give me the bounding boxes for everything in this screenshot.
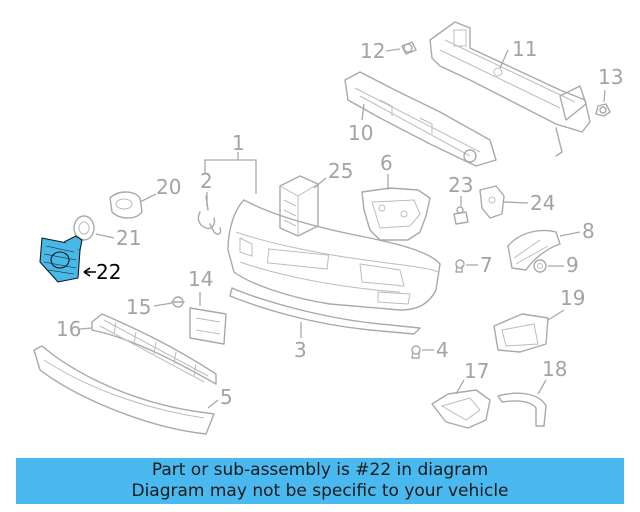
label-19: 19 <box>560 286 585 310</box>
part-4-screw <box>411 345 421 359</box>
part-18-chrome-trim <box>497 392 547 427</box>
part-6-mounting-bracket <box>361 187 431 241</box>
banner-line-1: Part or sub-assembly is #22 in diagram <box>151 460 489 480</box>
label-4: 4 <box>436 338 449 362</box>
label-8: 8 <box>582 219 595 243</box>
part-20-parking-sensor <box>109 191 143 219</box>
label-24: 24 <box>530 191 555 215</box>
part-9-nut <box>533 259 547 273</box>
part-17-fog-trim <box>431 389 491 429</box>
label-12: 12 <box>360 39 385 63</box>
label-22-arrow <box>83 267 96 277</box>
label-1: 1 <box>232 131 245 155</box>
label-20: 20 <box>156 175 181 199</box>
banner-line-2: Diagram may not be specific to your vehi… <box>131 481 509 501</box>
label-18: 18 <box>542 357 567 381</box>
label-17: 17 <box>464 359 489 383</box>
part-8-side-bracket <box>507 229 561 271</box>
label-25: 25 <box>328 159 353 183</box>
part-5-lower-spoiler <box>33 345 215 435</box>
label-2: 2 <box>200 169 213 193</box>
part-22-highlighted-bracket <box>39 235 83 283</box>
label-22: 22 <box>96 260 121 284</box>
part-24-bracket <box>479 185 505 219</box>
part-10-impact-absorber <box>344 71 497 167</box>
part-15-bolt <box>171 296 185 308</box>
label-6: 6 <box>380 151 393 175</box>
label-9: 9 <box>566 253 579 277</box>
label-15: 15 <box>126 295 151 319</box>
part-14-plate-bracket <box>189 307 227 345</box>
part-23-clip <box>453 206 469 225</box>
part-11-reinforcement-bar <box>429 21 591 157</box>
part-1-bumper-cover <box>227 199 441 311</box>
part-13-clip <box>595 103 611 117</box>
label-7: 7 <box>480 253 493 277</box>
label-1-bracket <box>204 152 257 194</box>
label-21: 21 <box>116 226 141 250</box>
label-23: 23 <box>448 173 473 197</box>
label-3: 3 <box>294 338 307 362</box>
info-banner: Part or sub-assembly is #22 in diagram D… <box>16 458 624 504</box>
label-14: 14 <box>188 267 213 291</box>
part-7-screw <box>455 259 465 273</box>
part-16-grille <box>91 313 217 385</box>
part-3-lower-strip <box>229 287 421 335</box>
part-25-module <box>279 175 319 237</box>
label-13: 13 <box>598 65 623 89</box>
label-16: 16 <box>56 317 81 341</box>
part-12-bolt <box>401 41 417 55</box>
part-2-sensor-bracket <box>197 195 222 235</box>
label-11: 11 <box>512 37 537 61</box>
part-21-sensor-ring <box>73 215 95 241</box>
part-19-fog-bezel <box>493 313 549 353</box>
label-10: 10 <box>348 121 373 145</box>
label-5: 5 <box>220 385 233 409</box>
